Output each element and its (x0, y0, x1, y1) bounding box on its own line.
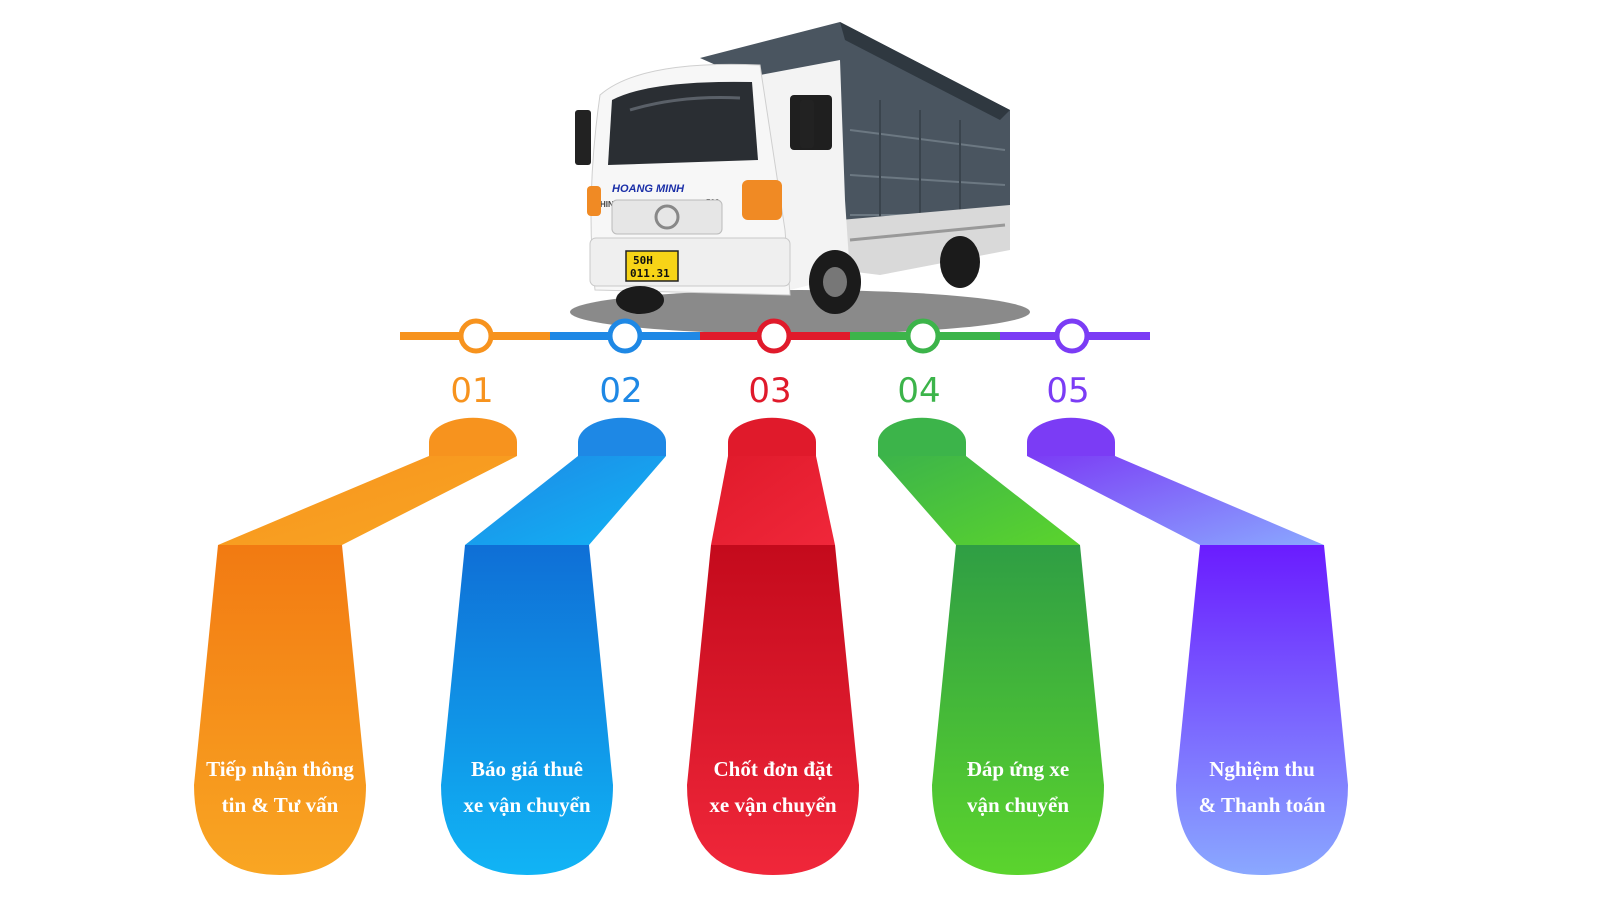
step-label-line1-05: Nghiệm thu (1209, 757, 1315, 781)
step-connector-04 (878, 456, 1080, 545)
step-connector-05 (1027, 456, 1324, 545)
step-number-02: 02 (599, 371, 642, 411)
step-body-04 (932, 545, 1104, 875)
timeline-node-03 (756, 318, 792, 354)
step-cap-05 (1027, 417, 1115, 456)
timeline-node-04 (905, 318, 941, 354)
step-number-01: 01 (450, 371, 493, 411)
truck-make: HINO (600, 200, 620, 209)
step-number-05: 05 (1046, 371, 1089, 411)
step-label-line2-02: xe vận chuyển (463, 793, 591, 817)
step-card-03: Chốt đơn đặt xe vận chuyển (687, 417, 859, 875)
step-card-01: Tiếp nhận thông tin & Tư vấn (194, 417, 517, 875)
truck-image: HOANG MINH 500 HINO 50H 011.31 (570, 22, 1030, 334)
step-cap-04 (878, 417, 966, 456)
timeline-node-01 (458, 318, 494, 354)
step-number-04: 04 (897, 371, 940, 411)
step-body-01 (194, 545, 366, 875)
step-body-03 (687, 545, 859, 875)
license-plate (625, 250, 679, 282)
step-label-line2-01: tin & Tư vấn (222, 793, 339, 817)
timeline-node-02 (607, 318, 643, 354)
step-connector-03 (711, 456, 835, 545)
step-label-line1-04: Đáp ứng xe (967, 757, 1069, 781)
step-connector-02 (465, 456, 666, 545)
step-cap-02 (578, 417, 666, 456)
truck-brand: HOANG MINH (612, 183, 685, 195)
step-card-02: Báo giá thuê xe vận chuyển (441, 417, 666, 875)
step-label-line2-03: xe vận chuyển (709, 793, 837, 817)
step-cap-03 (728, 417, 816, 456)
steps: Tiếp nhận thông tin & Tư vấn Báo giá thuê x… (194, 417, 1348, 875)
step-card-05: Nghiệm thu & Thanh toán (1027, 417, 1348, 875)
step-label-line1-01: Tiếp nhận thông (206, 757, 354, 781)
step-connector-01 (218, 456, 517, 545)
step-number-03: 03 (748, 371, 791, 411)
step-label-line2-05: & Thanh toán (1199, 793, 1326, 817)
step-cap-01 (429, 417, 517, 456)
timeline-node-05 (1054, 318, 1090, 354)
step-card-04: Đáp ứng xe vận chuyển (878, 417, 1104, 875)
step-body-02 (441, 545, 613, 875)
step-label-line2-04: vận chuyển (967, 793, 1069, 817)
step-label-line1-03: Chốt đơn đặt (714, 757, 833, 781)
step-label-line1-02: Báo giá thuê (471, 757, 583, 781)
plate-line-1: 50H (633, 254, 653, 267)
step-body-05 (1176, 545, 1348, 875)
timeline: 01 02 03 04 05 (400, 318, 1150, 411)
plate-line-2: 011.31 (630, 267, 670, 280)
